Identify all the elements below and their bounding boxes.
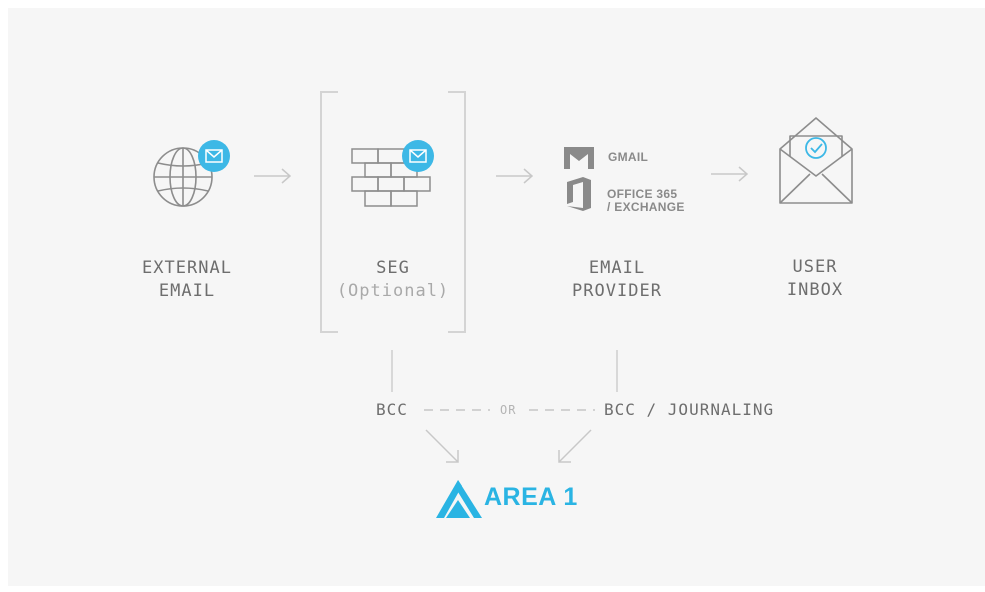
- check-badge-icon: [805, 137, 827, 159]
- envelope-open-icon: [779, 117, 853, 204]
- node-label-email-provider: EMAIL PROVIDER: [572, 258, 662, 301]
- seg-connector-line: [391, 350, 393, 392]
- dashed-connector-right: [529, 409, 595, 411]
- office365-icon: [567, 177, 591, 211]
- node-label-user-inbox: USER INBOX: [786, 257, 844, 300]
- firewall-icon: [351, 140, 434, 207]
- or-label: OR: [500, 403, 517, 417]
- node-label-external-email: EXTERNAL EMAIL: [142, 258, 232, 301]
- gmail-icon: [564, 147, 594, 169]
- diagram-panel: [8, 8, 985, 586]
- arrow-right-icon: [711, 166, 749, 182]
- arrow-down-right-icon: [425, 429, 459, 463]
- brand-name: AREA 1: [484, 483, 578, 511]
- globe-icon: [153, 140, 230, 207]
- bcc-label: BCC: [376, 400, 408, 419]
- area1-logo-icon: [436, 480, 482, 518]
- seg-bracket-left: [320, 91, 338, 333]
- seg-bracket-right: [448, 91, 466, 333]
- mail-badge-icon: [198, 140, 230, 172]
- dashed-connector-left: [424, 409, 490, 411]
- bcc-journaling-label: BCC / JOURNALING: [604, 400, 775, 419]
- gmail-label: GMAIL: [608, 150, 649, 164]
- office365-label: OFFICE 365 / EXCHANGE: [607, 187, 685, 214]
- node-label-seg: SEG (Optional): [336, 258, 450, 301]
- mail-badge-icon: [402, 140, 434, 172]
- arrow-down-left-icon: [558, 429, 592, 463]
- arrow-right-icon: [254, 168, 292, 184]
- arrow-right-icon: [496, 168, 534, 184]
- provider-connector-line: [616, 350, 618, 392]
